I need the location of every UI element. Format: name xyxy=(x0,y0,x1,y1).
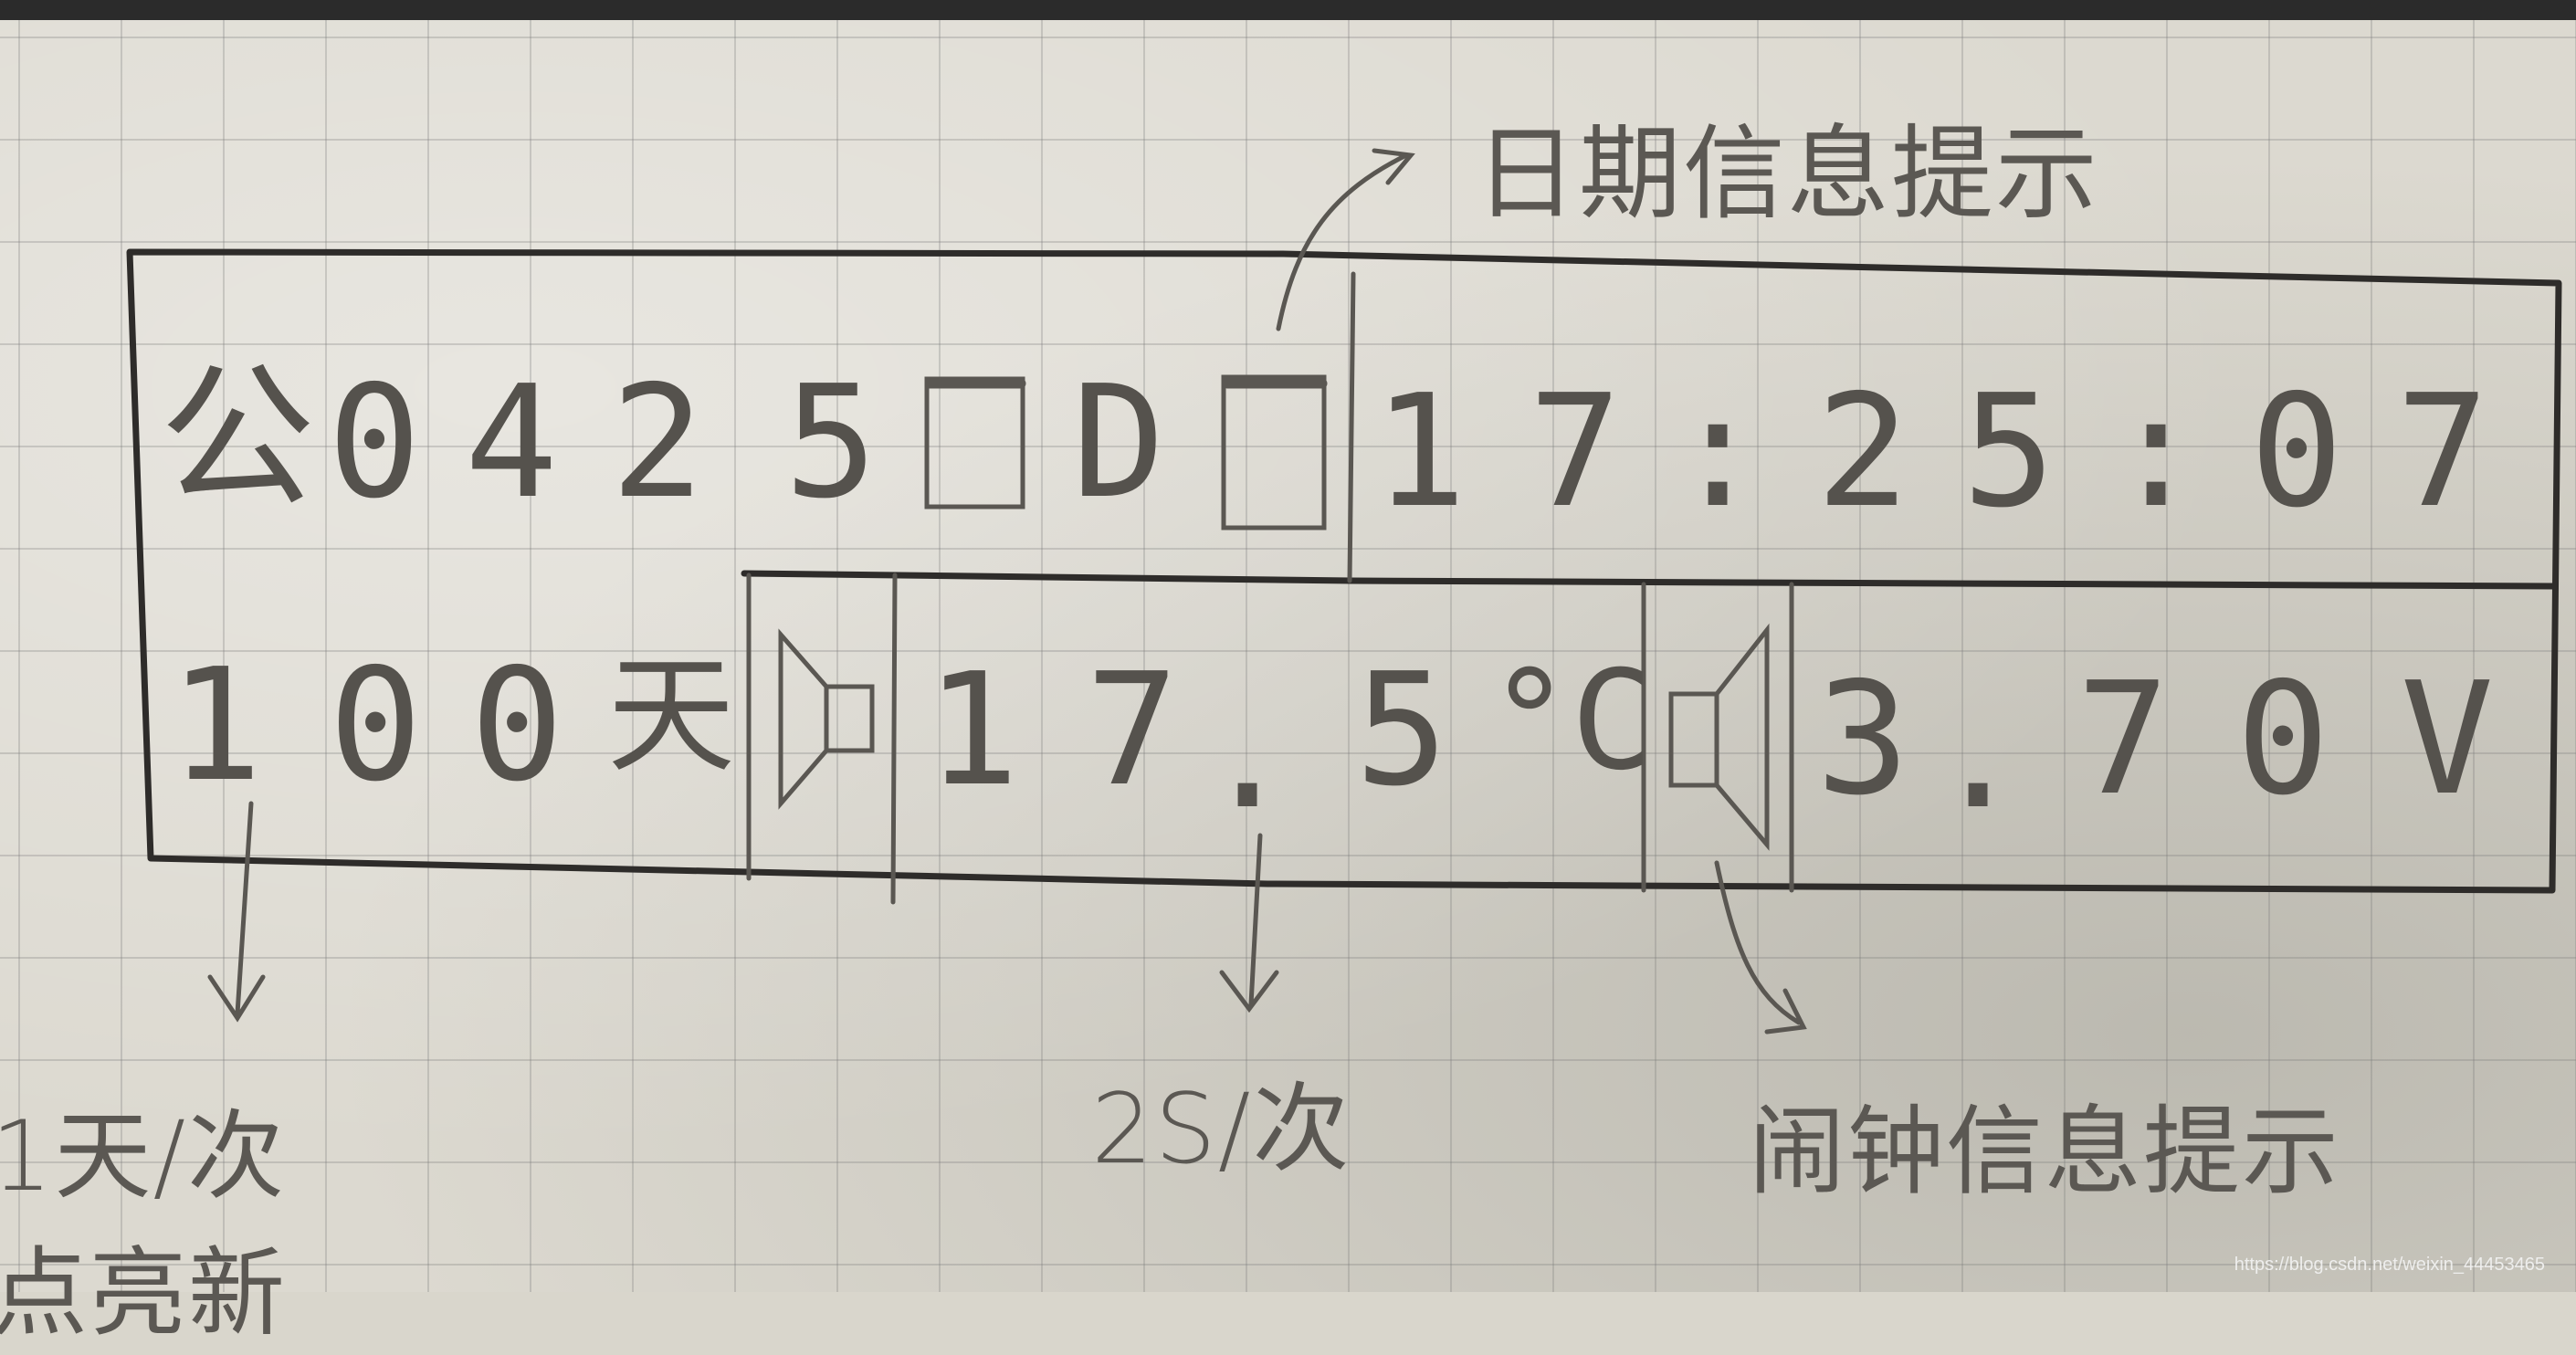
date-digit-2: 4 xyxy=(464,352,559,533)
temp-digit-3: 5 xyxy=(1354,640,1449,821)
time-digit-6: 7 xyxy=(2395,362,2490,542)
date-digit-3: 2 xyxy=(610,352,705,533)
annotation-alarm-info: 闹钟信息提示 xyxy=(1749,1096,2340,1208)
temp-point: . xyxy=(1201,663,1295,844)
time-digit-1: 1 xyxy=(1372,362,1467,542)
time-digit-4: 5 xyxy=(1961,362,2056,542)
ink-drawing xyxy=(126,148,2562,1035)
days-digit-1: 1 xyxy=(169,635,263,816)
row-divider xyxy=(741,570,2557,590)
date-letter-d: D xyxy=(1071,352,1166,533)
annotation-date-info: 日期信息提示 xyxy=(1475,115,2099,234)
days-digit-3: 0 xyxy=(470,635,564,816)
date-digit-4: 5 xyxy=(783,352,878,533)
date-digit-1: 0 xyxy=(327,352,422,533)
time-digit-3: 2 xyxy=(1815,362,1910,542)
box-indicator-1 xyxy=(924,376,1025,509)
speaker-icon-1 xyxy=(778,628,875,810)
time-digit-5: 0 xyxy=(2249,362,2344,542)
box-indicator-2 xyxy=(1221,374,1327,530)
divider-date-time xyxy=(1347,271,1356,583)
arrow-date xyxy=(1276,148,1415,331)
lcd-frame-outline xyxy=(126,248,2562,894)
volt-digit-2: 7 xyxy=(2076,649,2171,830)
time-colon-1: : xyxy=(1671,362,1765,542)
arrow-temp xyxy=(1219,833,1279,1014)
year-prefix-glyph: 公 xyxy=(160,348,316,529)
temp-digit-2: 7 xyxy=(1085,640,1180,821)
watermark: https://blog.csdn.net/weixin_44453465 xyxy=(2234,1255,2545,1275)
keyboard-edge xyxy=(0,0,2576,20)
annotation-partial: 点亮新 xyxy=(0,1237,287,1350)
annotation-per-day: 1天/次 xyxy=(0,1100,287,1213)
volt-digit-1: 3 xyxy=(1815,649,1910,830)
volt-point: . xyxy=(1931,663,2025,844)
temp-digit-1: 1 xyxy=(925,640,1020,821)
volt-digit-3: 0 xyxy=(2235,649,2330,830)
arrow-days xyxy=(207,801,266,1023)
days-unit: 天 xyxy=(606,642,735,791)
days-digit-2: 0 xyxy=(329,635,423,816)
divider-speaker-temp xyxy=(890,572,898,905)
time-digit-2: 7 xyxy=(1528,362,1623,542)
annotation-per-2s: 2S/次 xyxy=(1091,1073,1351,1185)
time-colon-2: : xyxy=(2109,362,2203,542)
speaker-icon-2 xyxy=(1668,623,1770,851)
graph-paper-background xyxy=(0,0,2576,1292)
arrow-alarm xyxy=(1714,860,1807,1035)
volt-unit: V xyxy=(2400,649,2495,830)
temp-unit: °C xyxy=(1488,642,1654,801)
